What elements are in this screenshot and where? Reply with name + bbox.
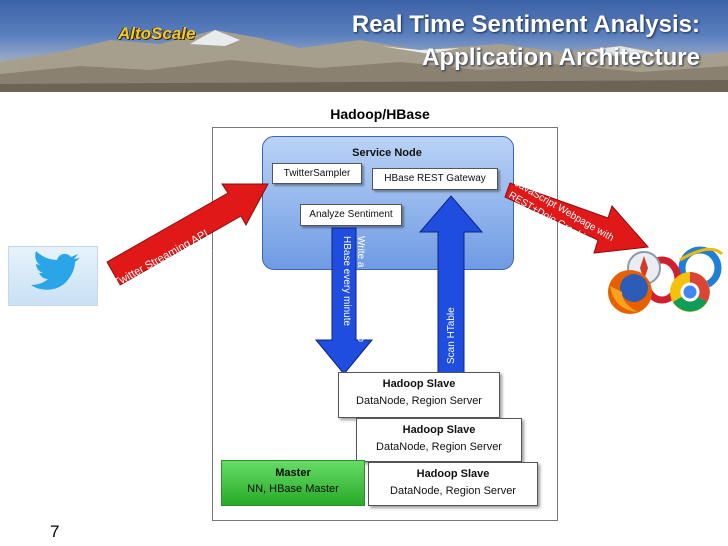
hadoop-slave-2-title: Hadoop Slave xyxy=(402,424,476,436)
hadoop-slave-1: Hadoop Slave DataNode, Region Server xyxy=(338,372,500,418)
master-node: Master NN, HBase Master xyxy=(221,460,365,506)
title-line-1: Real Time Sentiment Analysis: xyxy=(351,11,700,38)
altoscale-logo: AltoScale xyxy=(118,24,196,43)
twitter-logo xyxy=(8,246,98,306)
page-number: 7 xyxy=(50,522,60,541)
hadoop-slave-1-title: Hadoop Slave xyxy=(382,378,456,390)
browser-icons xyxy=(608,246,724,314)
hadoop-slave-2-subtitle: DataNode, Region Server xyxy=(376,441,502,453)
twitter-sampler-box: TwitterSampler xyxy=(272,163,362,184)
firefox-icon xyxy=(608,270,652,314)
write-rows-label-1: Write a few new rows to xyxy=(355,236,366,342)
scan-htable-label: Scan HTable xyxy=(446,307,457,364)
master-subtitle: NN, HBase Master xyxy=(247,483,339,495)
twitter-stream-arrow xyxy=(106,183,269,286)
master-title: Master xyxy=(275,467,311,479)
hadoop-slave-3-subtitle: DataNode, Region Server xyxy=(390,485,516,497)
diagram-title: Hadoop/HBase xyxy=(330,106,430,122)
hadoop-slave-2: Hadoop Slave DataNode, Region Server xyxy=(356,418,522,462)
browser-arrow xyxy=(504,182,650,254)
hadoop-slave-3-title: Hadoop Slave xyxy=(416,468,490,480)
page-title: Real Time Sentiment Analysis: Applicatio… xyxy=(240,8,700,74)
twitter-bird-icon xyxy=(31,251,80,290)
write-rows-arrow xyxy=(314,227,374,375)
scan-htable-arrow xyxy=(418,195,484,374)
mountain-landscape xyxy=(0,30,728,92)
header-banner: AltoScale Real Time Sentiment Analysis: … xyxy=(0,0,728,92)
hbase-rest-gateway-box: HBase REST Gateway xyxy=(372,168,498,190)
service-node xyxy=(262,136,514,270)
hadoop-slave-1-subtitle: DataNode, Region Server xyxy=(356,395,482,407)
service-node-title: Service Node xyxy=(352,147,422,159)
hadoop-slave-3: Hadoop Slave DataNode, Region Server xyxy=(368,462,538,506)
analyze-sentiment-box: Analyze Sentiment xyxy=(300,204,402,226)
chrome-icon xyxy=(670,272,710,312)
write-rows-label-2: HBase every minute xyxy=(341,236,352,327)
title-line-2: Application Architecture xyxy=(422,44,700,71)
